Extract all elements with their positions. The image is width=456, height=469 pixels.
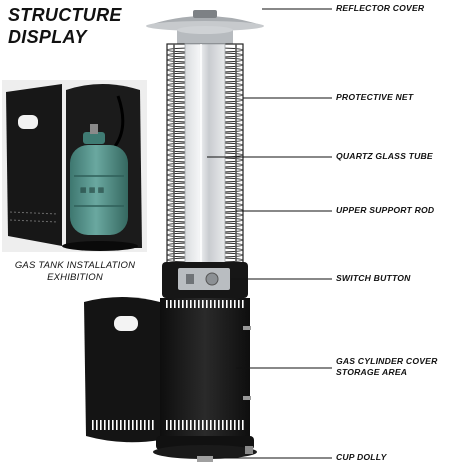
inset-caption-line-1: GAS TANK INSTALLATION: [14, 260, 136, 271]
cover-handle-slot: [114, 316, 138, 331]
switch-panel: [178, 268, 230, 290]
quartz-glass-tube: [184, 43, 226, 267]
svg-text:▦ ▦ ▦: ▦ ▦ ▦: [80, 186, 104, 194]
upper-support-rod: [173, 44, 237, 266]
patio-heater: [84, 10, 264, 462]
label-gas-cylinder-cover-line-2: STORAGE AREA: [336, 367, 408, 377]
inset-caption: GAS TANK INSTALLATION EXHIBITION: [0, 260, 150, 284]
gas-tank: ▦ ▦ ▦: [70, 124, 128, 235]
leader-lines: [207, 8, 332, 459]
inset-caption-line-2: EXHIBITION: [47, 272, 103, 283]
label-protective-net: PROTECTIVE NET: [336, 92, 414, 102]
label-gas-cylinder-cover: GAS CYLINDER COVER STORAGE AREA: [336, 356, 437, 378]
label-reflector-cover: REFLECTOR COVER: [336, 3, 425, 13]
label-switch-button: SWITCH BUTTON: [336, 273, 411, 283]
opened-cover-door: [84, 297, 160, 443]
title-line-1: STRUCTURE: [8, 5, 122, 25]
label-cup-dolly: CUP DOLLY: [336, 452, 387, 462]
ignition-knob: [205, 272, 219, 286]
cup-dolly: [153, 436, 257, 462]
gas-cylinder-cover: [160, 298, 251, 436]
gas-tank-inset: ▦ ▦ ▦: [2, 80, 147, 252]
label-gas-cylinder-cover-line-1: GAS CYLINDER COVER: [336, 356, 438, 366]
label-upper-support-rod: UPPER SUPPORT ROD: [336, 205, 435, 215]
label-quartz-glass-tube: QUARTZ GLASS TUBE: [336, 151, 433, 161]
title-line-2: DISPLAY: [8, 27, 87, 47]
door-handle-slot: [18, 115, 38, 129]
